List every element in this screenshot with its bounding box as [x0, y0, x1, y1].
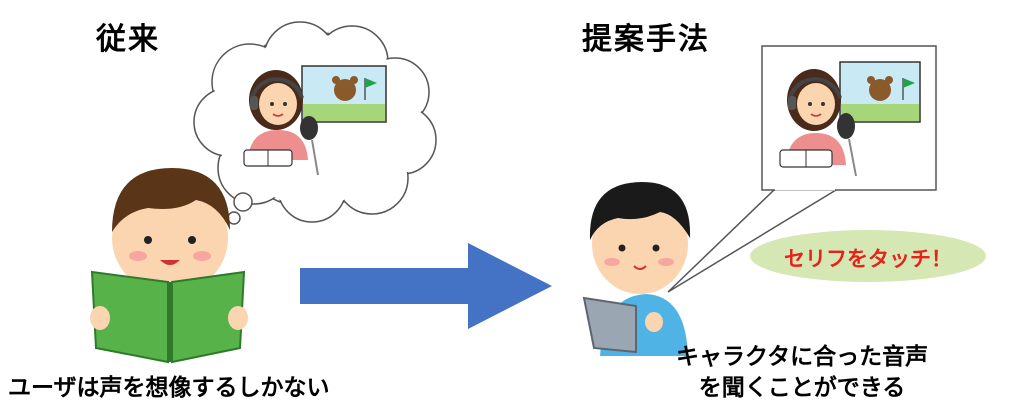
proposed-caption-line-1: キャラクタに合った音声 [676, 344, 929, 370]
touch-callout-text: セリフをタッチ！ [784, 247, 952, 271]
conventional-method-title: 従来 [96, 22, 160, 57]
transition-arrow [300, 243, 552, 329]
conventional-method-caption: ユーザは声を想像するしかない [8, 375, 330, 401]
boy-with-tablet-illustration [582, 182, 691, 356]
voice-actress-illustration-left [243, 65, 387, 176]
proposed-caption-line-2: を聞くことができる [698, 375, 906, 401]
touch-callout-bubble [750, 230, 986, 282]
boy-reading-book-illustration [90, 168, 248, 364]
proposed-method-title: 提案手法 [582, 22, 710, 57]
voice-actress-illustration-right [779, 61, 921, 177]
proposed-method-caption: キャラクタに合った音声 を聞くことができる [676, 342, 928, 404]
